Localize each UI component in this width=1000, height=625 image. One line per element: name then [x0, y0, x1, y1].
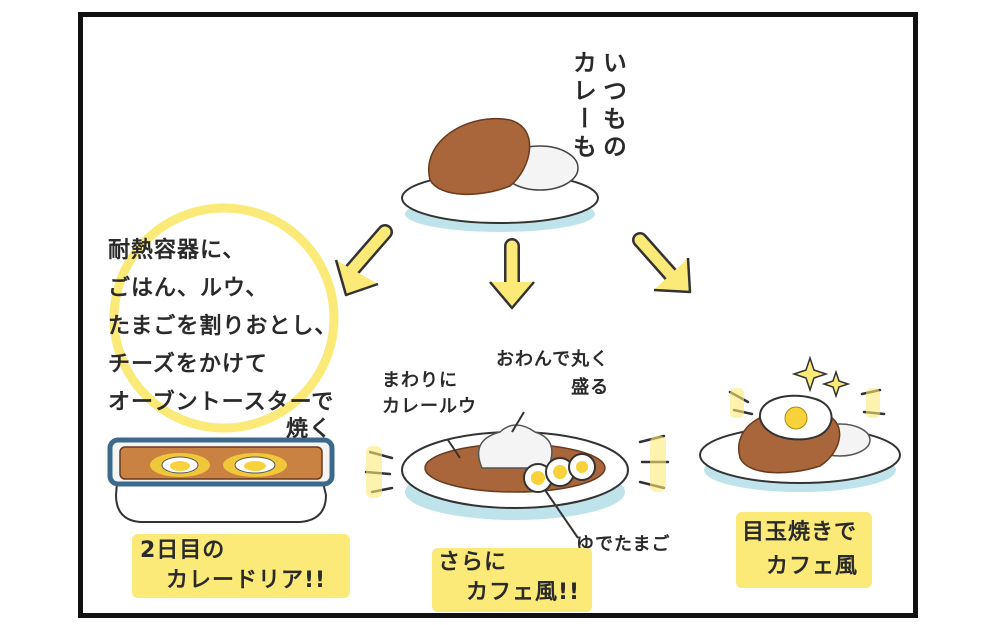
- caption-line: カフェ風!!: [466, 580, 581, 605]
- arrow-left-icon: [334, 224, 393, 297]
- top-curry-plate: [401, 117, 599, 232]
- caption-line: 目玉焼きで: [742, 520, 858, 545]
- caption-line: 2日目の: [140, 538, 226, 563]
- instruction-line: オーブントースターで: [108, 390, 335, 415]
- left-caption: 2日目の カレードリア!!: [140, 536, 326, 596]
- label-line: おわんで丸く: [496, 349, 610, 370]
- label-line: 盛る: [571, 377, 610, 398]
- intro-line-1: いつもの: [598, 50, 627, 162]
- caption-line: さらに: [438, 550, 508, 575]
- instruction-line: ごはん、ルウ、: [108, 276, 269, 301]
- caption-line: カフェ風: [766, 554, 859, 579]
- instruction-line: たまごを割りおとし、: [108, 314, 338, 339]
- label-line: カレールウ: [382, 396, 477, 417]
- instruction-line: 耐熱容器に、: [108, 238, 246, 263]
- cafe-plate: [364, 411, 670, 539]
- caption-highlight: [736, 512, 872, 588]
- arrow-right-icon: [632, 232, 692, 294]
- instruction-line: チーズをかけて: [108, 352, 268, 377]
- label-around-curry: まわりに カレールウ: [382, 368, 477, 420]
- caption-highlight: [432, 548, 592, 612]
- left-instructions: 耐熱容器に、 ごはん、ルウ、 たまごを割りおとし、 チーズをかけて オーブントー…: [108, 232, 337, 422]
- doria-dish: [107, 437, 335, 523]
- fried-egg-plate: [699, 355, 901, 492]
- caption-highlight: [132, 534, 350, 598]
- bake-label: 焼く: [286, 417, 333, 442]
- middle-caption: さらに カフェ風!!: [438, 548, 580, 608]
- label-rice-mound: おわんで丸く 盛る: [496, 346, 609, 402]
- right-caption: 目玉焼きで カフェ風: [742, 516, 858, 584]
- arrow-down-icon: [489, 238, 535, 310]
- label-boiled-egg: ゆでたまご: [576, 534, 671, 555]
- caption-line: カレードリア!!: [166, 568, 327, 593]
- label-line: まわりに: [382, 370, 458, 391]
- intro-line-2: カレーも: [568, 50, 597, 162]
- highlight-circle: [109, 203, 339, 433]
